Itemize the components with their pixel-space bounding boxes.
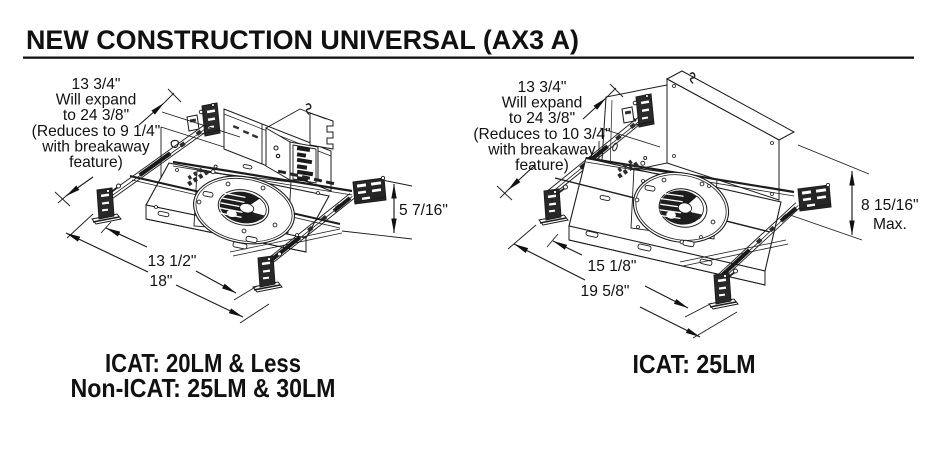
svg-text:5 7/16": 5 7/16" bbox=[399, 202, 448, 219]
svg-text:8 15/16": 8 15/16" bbox=[861, 197, 919, 214]
svg-text:NEW CONSTRUCTION UNIVERSAL (AX: NEW CONSTRUCTION UNIVERSAL (AX3 A) bbox=[26, 25, 579, 55]
svg-text:13 1/2": 13 1/2" bbox=[148, 253, 197, 270]
svg-text:15 1/8": 15 1/8" bbox=[588, 258, 637, 275]
svg-text:feature): feature) bbox=[69, 154, 123, 171]
svg-text:Will expand: Will expand bbox=[56, 92, 137, 109]
svg-text:13 3/4": 13 3/4" bbox=[518, 79, 567, 96]
svg-text:to 24 3/8": to 24 3/8" bbox=[509, 110, 575, 127]
svg-text:ICAT: 25LM: ICAT: 25LM bbox=[633, 349, 756, 379]
svg-text:Non-ICAT: 25LM & 30LM: Non-ICAT: 25LM & 30LM bbox=[71, 373, 336, 403]
svg-text:to 24 3/8": to 24 3/8" bbox=[63, 107, 129, 124]
svg-text:ICAT: 20LM & Less: ICAT: 20LM & Less bbox=[105, 348, 301, 378]
svg-text:(Reduces to 9 1/4": (Reduces to 9 1/4" bbox=[32, 123, 161, 140]
svg-text:18": 18" bbox=[150, 273, 173, 290]
svg-text:with breakaway: with breakaway bbox=[487, 141, 596, 158]
svg-text:feature): feature) bbox=[515, 157, 569, 174]
svg-text:19 5/8": 19 5/8" bbox=[581, 283, 630, 300]
svg-text:Max.: Max. bbox=[873, 216, 907, 233]
svg-text:13 3/4": 13 3/4" bbox=[72, 76, 121, 93]
svg-text:with breakaway: with breakaway bbox=[41, 138, 150, 155]
svg-text:Will expand: Will expand bbox=[502, 95, 583, 112]
svg-text:(Reduces to 10 3/4": (Reduces to 10 3/4" bbox=[473, 126, 610, 143]
